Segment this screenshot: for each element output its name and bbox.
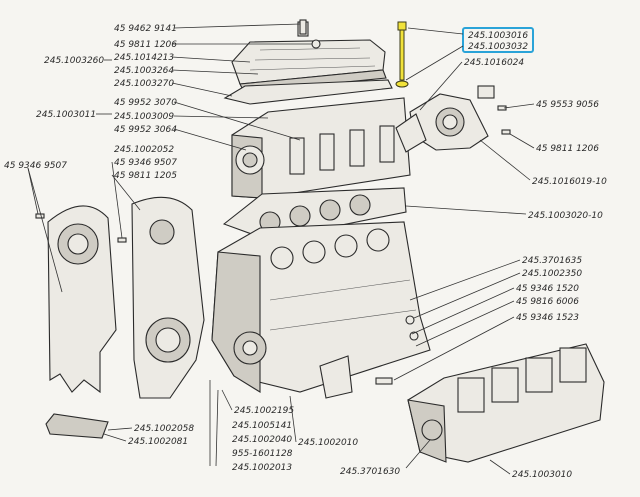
label-245-1003270: 245.1003270 [114,79,174,89]
label-245-1002350: 245.1002350 [522,269,582,279]
label-45-9952-3070: 45 9952 3070 [114,98,177,108]
engine-block [211,221,431,399]
label-245-3701630: 245.3701630 [340,467,400,477]
label-45-9952-3064: 45 9952 3064 [114,125,177,135]
label-245-1002013: 245.1002013 [232,463,292,473]
label-245-1002195: 245.1002195 [234,406,294,416]
label-245-1003009: 245.1003009 [114,112,174,122]
highlighted-head-bolt [395,21,409,88]
cylinder-head-detail [407,343,605,463]
label-245-1002058: 245.1002058 [134,424,194,434]
label-45-9346-9507: 45 9346 9507 [114,158,177,168]
label-245-1003020-10: 245.1003020-10 [528,211,603,221]
label-245-1002040: 245.1002040 [232,435,292,445]
label-245-1003260: 245.1003260 [44,56,104,66]
label-245-1002052: 245.1002052 [114,145,174,155]
leader-lines [27,23,535,475]
label-245-1003264: 245.1003264 [114,66,174,76]
label-45-9346-1520: 45 9346 1520 [516,284,579,294]
label-245-1014213: 245.1014213 [114,53,174,63]
label-245-1002081: 245.1002081 [128,437,188,447]
label-45-9346-1523: 45 9346 1523 [516,313,579,323]
thermostat-housing [395,85,495,153]
head-gasket [222,187,407,241]
label-245-1003010: 245.1003010 [512,470,572,480]
gasket-strip [45,413,109,439]
cylinder-head [231,97,411,199]
label-45-9811-1206-top: 45 9811 1206 [114,40,177,50]
label-45-9816-6006: 45 9816 6006 [516,297,579,307]
part-labels: 45 9462 9141 45 9811 1206 245.1014213 24… [4,24,607,480]
label-245-1003011: 245.1003011 [36,110,96,120]
label-245-1003032: 245.1003032 [468,42,528,52]
highlight-box [462,27,534,53]
small-hardware [35,19,511,385]
label-245-1016024: 245.1016024 [464,58,524,68]
cover-gasket [223,79,393,105]
label-245-1016019-10: 245.1016019-10 [532,177,607,187]
timing-cover-front [47,205,117,394]
label-245-1002010: 245.1002010 [298,438,358,448]
label-45-9462-9141: 45 9462 9141 [114,24,177,34]
label-245-1003016: 245.1003016 [468,31,528,41]
label-45-9553-9056: 45 9553 9056 [536,100,599,110]
label-955-1601128: 955-1601128 [232,449,293,459]
label-245-3701635: 245.3701635 [522,256,582,266]
label-45-9346-9507-left: 45 9346 9507 [4,161,67,171]
label-45-9811-1206-right: 45 9811 1206 [536,144,599,154]
label-45-9811-1205: 45 9811 1205 [114,171,177,181]
timing-cover-plate [131,196,205,399]
label-245-1005141: 245.1005141 [232,421,292,431]
